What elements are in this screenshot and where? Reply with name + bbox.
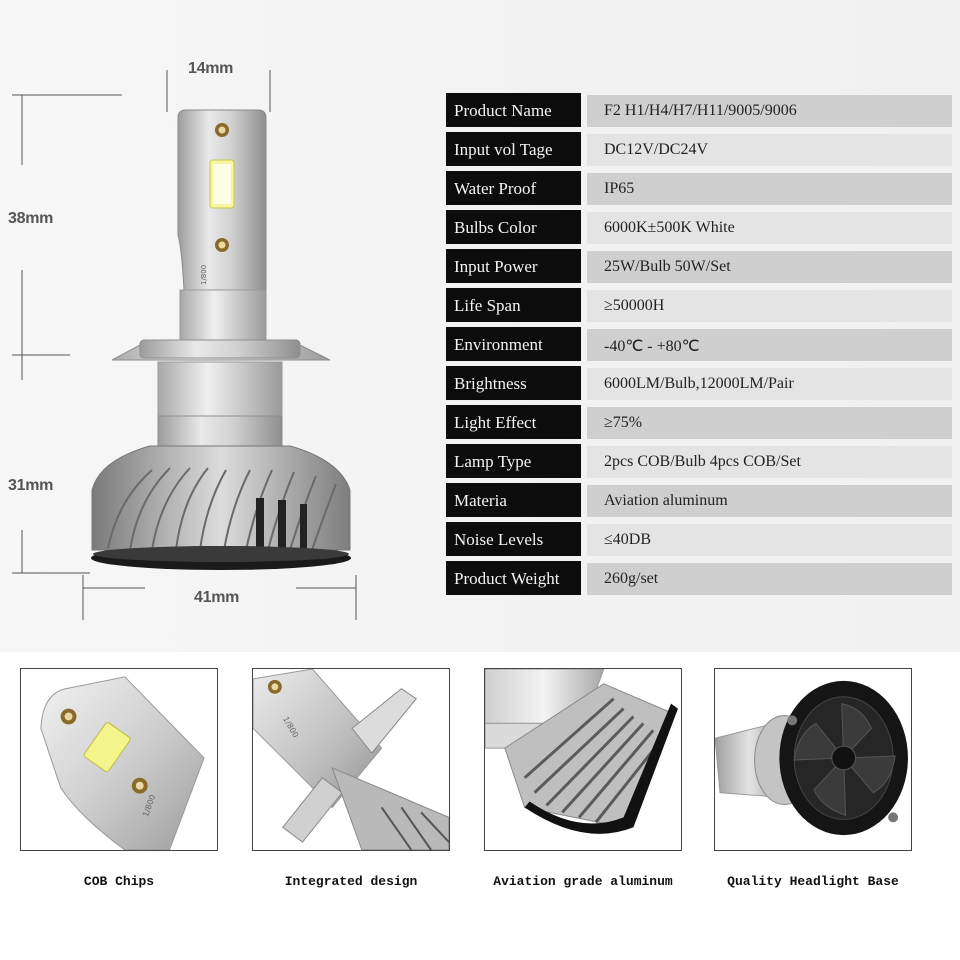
cob-chip-closeup-icon: 1/800 <box>20 668 218 851</box>
spec-value: ≥50000H <box>587 290 952 322</box>
bulb-dimension-drawing: 1/800 <box>12 70 357 620</box>
spec-label: Product Weight <box>446 561 581 595</box>
spec-value: F2 H1/H4/H7/H11/9005/9006 <box>587 95 952 127</box>
feature-caption: Aviation grade aluminum <box>493 874 673 889</box>
spec-value: 260g/set <box>587 563 952 595</box>
feature-caption: COB Chips <box>83 874 155 889</box>
spec-value: ≥75% <box>587 407 952 439</box>
spec-label: Input vol Tage <box>446 132 581 166</box>
spec-value: IP65 <box>587 173 952 205</box>
dimension-height-upper: 38mm <box>8 210 54 227</box>
spec-value: Aviation aluminum <box>587 485 952 517</box>
feature-headlight-base: Quality Headlight Base <box>714 668 912 889</box>
feature-cob-chips: 1/800 COB Chips <box>20 668 218 889</box>
spec-value: ≤40DB <box>587 524 952 556</box>
heatsink-closeup-icon <box>484 668 682 851</box>
spec-label: Life Span <box>446 288 581 322</box>
dimension-width-top: 14mm <box>188 60 234 77</box>
spec-value: -40℃ - +80℃ <box>587 329 952 361</box>
spec-label: Input Power <box>446 249 581 283</box>
spec-label: Light Effect <box>446 405 581 439</box>
spec-label: Brightness <box>446 366 581 400</box>
spec-label: Environment <box>446 327 581 361</box>
spec-value: DC12V/DC24V <box>587 134 952 166</box>
spec-value: 6000K±500K White <box>587 212 952 244</box>
spec-row: Noise Levels≤40DB <box>446 522 952 556</box>
dimension-height-lower: 31mm <box>8 477 54 494</box>
spec-label: Water Proof <box>446 171 581 205</box>
feature-aviation-aluminum: Aviation grade aluminum <box>484 668 682 889</box>
fan-base-closeup-icon <box>714 668 912 851</box>
feature-caption: Integrated design <box>284 874 418 889</box>
spec-value: 6000LM/Bulb,12000LM/Pair <box>587 368 952 400</box>
spec-row: Life Span≥50000H <box>446 288 952 322</box>
spec-label: Lamp Type <box>446 444 581 478</box>
dimension-width-base: 41mm <box>194 589 240 606</box>
bulb-body-closeup-icon: 1/800 <box>252 668 450 851</box>
bulb-marking: 1/800 <box>200 265 208 285</box>
spec-value: 2pcs COB/Bulb 4pcs COB/Set <box>587 446 952 478</box>
feature-caption: Quality Headlight Base <box>727 874 899 889</box>
product-spec-panel: 1/800 14mm 38mm 31mm 41mm <box>0 0 960 652</box>
spec-value: 25W/Bulb 50W/Set <box>587 251 952 283</box>
spec-label: Bulbs Color <box>446 210 581 244</box>
spec-label: Product Name <box>446 93 581 127</box>
spec-label: Noise Levels <box>446 522 581 556</box>
spec-row: Environment-40℃ - +80℃ <box>446 327 952 361</box>
spec-row: Light Effect≥75% <box>446 405 952 439</box>
spec-label: Materia <box>446 483 581 517</box>
feature-integrated-design: 1/800 Integrated design <box>252 668 450 889</box>
